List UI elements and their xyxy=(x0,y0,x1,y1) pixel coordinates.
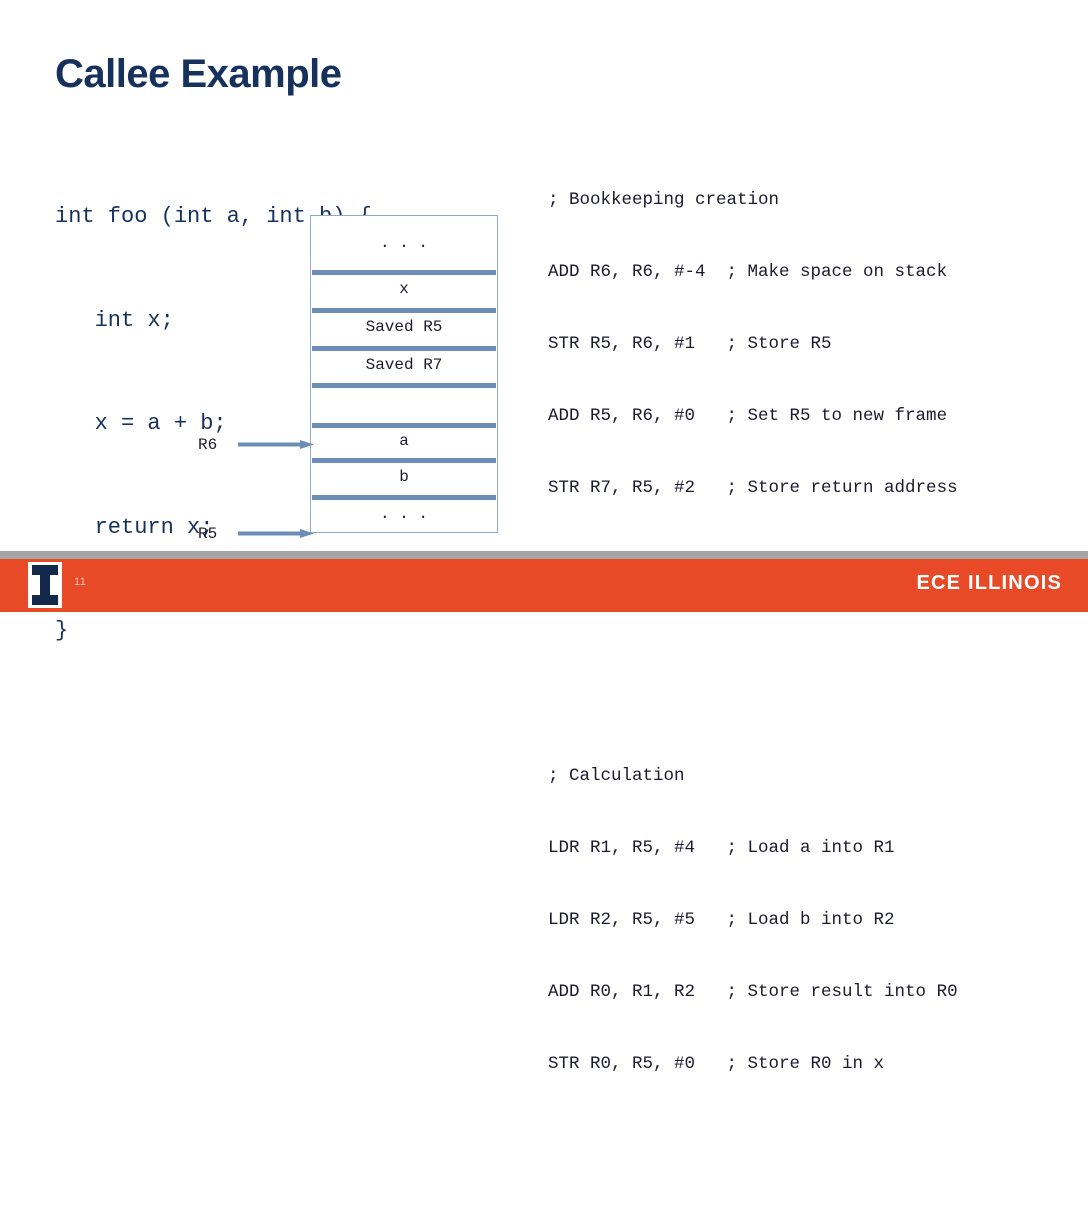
assembly-line: ; Calculation xyxy=(548,766,685,786)
stack-cell-b: b xyxy=(399,467,409,486)
page-title: Callee Example xyxy=(55,52,342,96)
assembly-line: STR R0, R5, #0 ; Store R0 in x xyxy=(548,1054,885,1074)
stack-cell-saved-r5: Saved R5 xyxy=(365,318,443,336)
stack-cell-a: a xyxy=(399,431,409,450)
footer-orange-bar xyxy=(0,559,1088,612)
assembly-spacer xyxy=(548,1196,958,1220)
assembly-line: ADD R6, R6, #-4 ; Make space on stack xyxy=(548,262,948,282)
assembly-line: ; Bookkeeping creation xyxy=(548,190,780,210)
assembly-block-calculation: ; Calculation LDR R1, R5, #4 ; Load a in… xyxy=(548,716,958,1124)
assembly-line: ADD R5, R6, #0 ; Set R5 to new frame xyxy=(548,406,948,426)
stack-diagram: . . . x Saved R5 Saved R7 a b . . . xyxy=(310,215,498,533)
page-number: 11 xyxy=(74,576,87,588)
stack-cell-top-ellipsis: . . . xyxy=(379,234,428,252)
footer-grey-bar xyxy=(0,551,1088,559)
assembly-listing: ; Bookkeeping creation ADD R6, R6, #-4 ;… xyxy=(548,68,958,1224)
pointer-label-r6: R6 xyxy=(198,436,218,454)
c-code-line: x = a + b; xyxy=(55,411,227,436)
pointer-label-r5: R5 xyxy=(198,525,218,543)
stack-divider xyxy=(312,458,496,463)
stack-cell-x: x xyxy=(399,280,409,298)
c-code-line: int x; xyxy=(55,307,174,333)
stack-cell-saved-r7: Saved R7 xyxy=(365,355,443,374)
assembly-line: STR R5, R6, #1 ; Store R5 xyxy=(548,334,832,354)
c-code-line: } xyxy=(55,618,69,643)
assembly-line: ADD R0, R1, R2 ; Store result into R0 xyxy=(548,982,958,1002)
brand-ece-illinois: ECE ILLINOIS xyxy=(916,572,1062,594)
pointer-arrow-r5-icon xyxy=(238,529,314,538)
stack-cell-bottom-ellipsis: . . . xyxy=(379,505,428,523)
c-code-line: return x; xyxy=(55,514,214,540)
assembly-block-bookkeeping: ; Bookkeeping creation ADD R6, R6, #-4 ;… xyxy=(548,140,958,548)
assembly-line: LDR R1, R5, #4 ; Load a into R1 xyxy=(548,838,895,858)
stack-divider xyxy=(312,346,496,351)
slide-canvas: Callee Example int foo (int a, int b) { … xyxy=(0,52,1088,1074)
assembly-line: LDR R2, R5, #5 ; Load b into R2 xyxy=(548,910,895,930)
illinois-block-i-logo-icon xyxy=(28,562,62,608)
assembly-line: STR R7, R5, #2 ; Store return address xyxy=(548,478,958,498)
stack-divider xyxy=(312,383,496,388)
pointer-arrow-r6-icon xyxy=(238,440,314,449)
stack-divider xyxy=(312,270,496,275)
c-source-code: int foo (int a, int b) { int x; x = a + … xyxy=(55,131,372,718)
stack-cell-empty xyxy=(311,383,497,423)
stack-divider xyxy=(312,495,496,500)
stack-divider xyxy=(312,423,496,428)
assembly-spacer xyxy=(548,620,958,644)
stack-divider xyxy=(312,308,496,313)
